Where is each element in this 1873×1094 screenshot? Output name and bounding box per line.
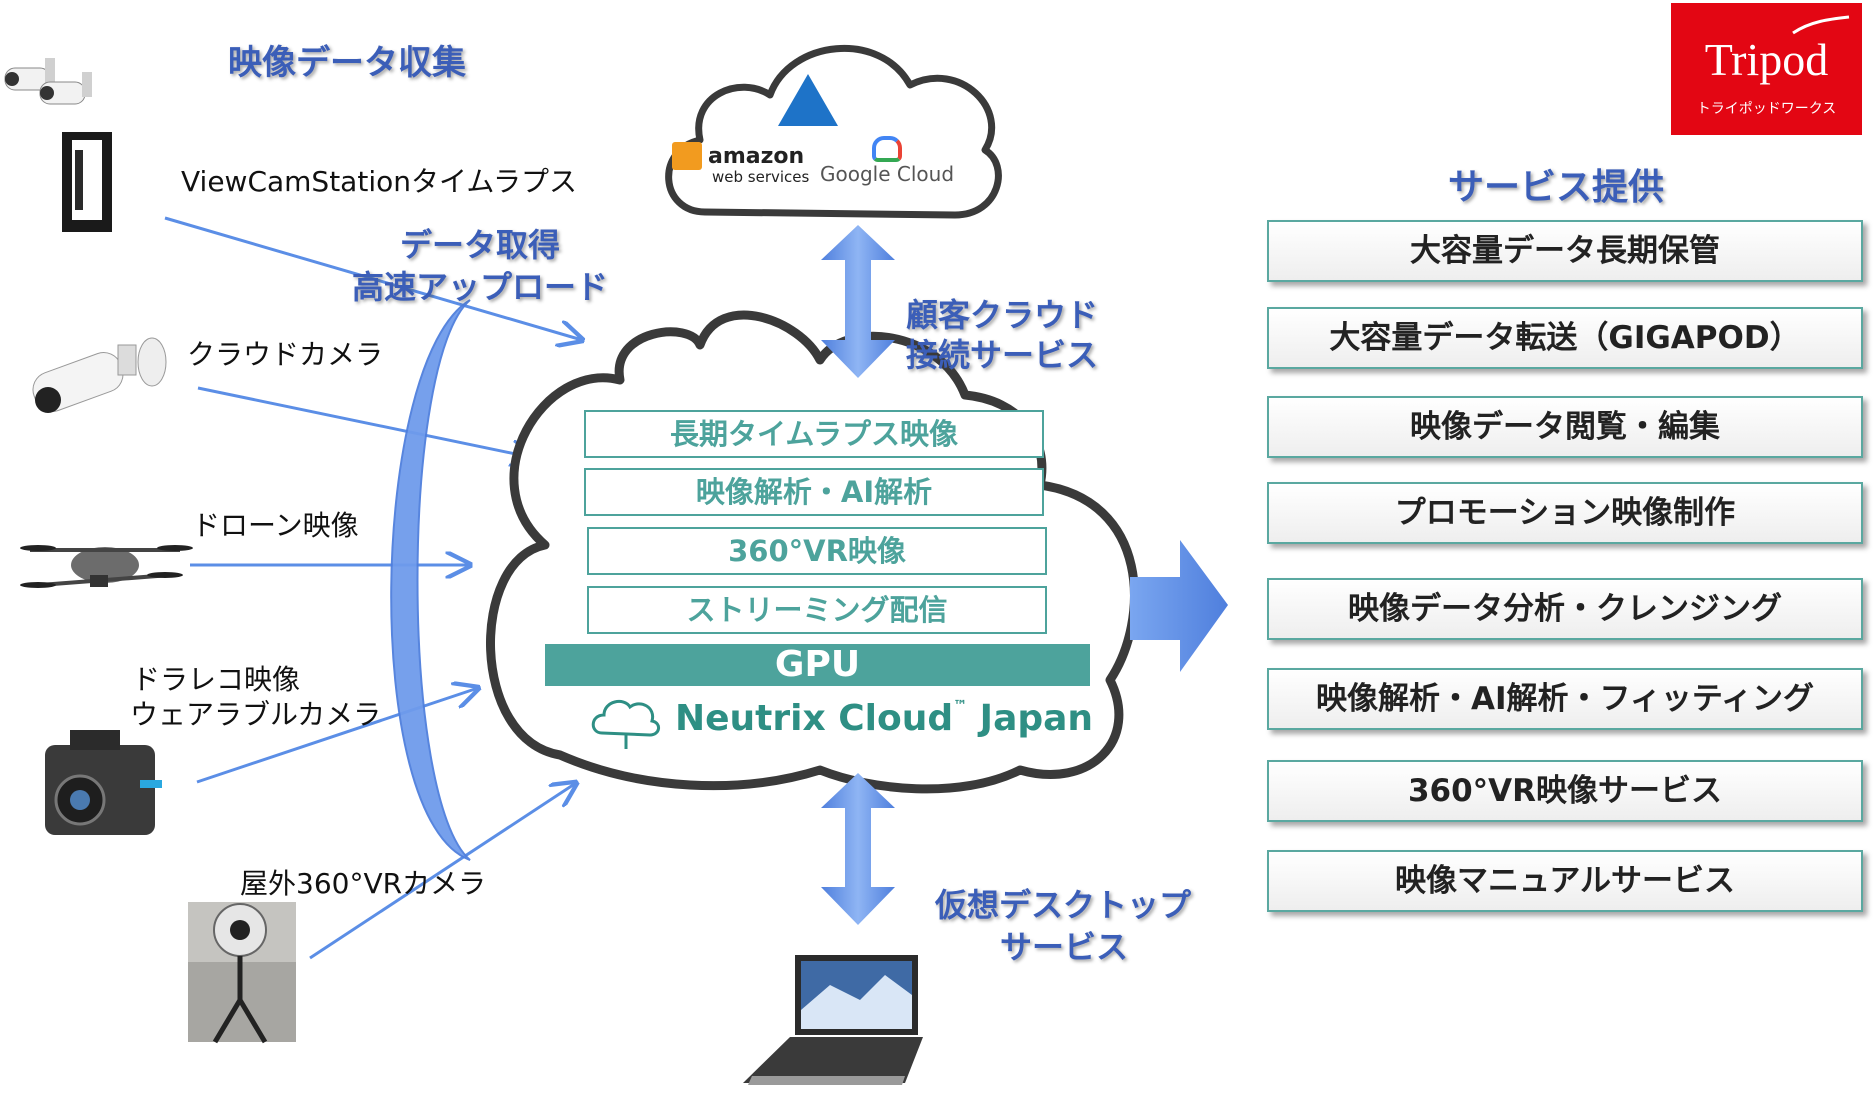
tripod-logo-name: Tripod — [1704, 34, 1829, 85]
service-item-promotion: プロモーション映像制作 — [1267, 482, 1863, 544]
dashcam-icon — [45, 730, 162, 835]
tripod-swoosh-icon — [1792, 15, 1850, 35]
security-camera-icon — [4, 58, 92, 105]
arrow-timelapse — [164, 216, 582, 340]
service-item-gigapod: 大容量データ転送（GIGAPOD） — [1267, 307, 1863, 369]
azure-icon — [778, 74, 838, 126]
gpu-bar: GPU — [545, 644, 1090, 686]
tripod-logo: Tripod トライポッドワークス — [1671, 3, 1862, 135]
laptop-icon — [743, 955, 923, 1085]
service-item-ai-fitting: 映像解析・AI解析・フィッティング — [1267, 668, 1863, 730]
arrow-dashcam — [196, 688, 478, 784]
nas-station-icon — [62, 132, 112, 232]
feature-timelapse: 長期タイムラプス映像 — [584, 410, 1044, 458]
aws-name: amazon — [708, 144, 805, 169]
feature-ai-analysis: 映像解析・AI解析 — [584, 468, 1044, 516]
arrow-cloud-camera — [197, 386, 535, 458]
services-heading: サービス提供 — [1448, 167, 1665, 208]
service-item-analysis: 映像データ分析・クレンジング — [1267, 578, 1863, 640]
source-label-wearable: ウェアラブルカメラ — [130, 698, 382, 731]
cloud-camera-icon — [32, 337, 167, 413]
service-item-manual: 映像マニュアルサービス — [1267, 850, 1863, 912]
collector-band — [390, 299, 471, 861]
client-cloud-double-arrow — [821, 225, 895, 378]
vdesktop-heading-line2: サービス — [1000, 928, 1129, 966]
client-cloud-heading-line2: 接続サービス — [906, 336, 1099, 374]
vr360-camera-icon — [188, 902, 296, 1044]
feature-vr360: 360°VR映像 — [587, 527, 1047, 575]
neutrix-brand-tm: ™ — [953, 698, 968, 714]
drone-icon — [20, 545, 193, 588]
service-item-view-edit: 映像データ閲覧・編集 — [1267, 396, 1863, 458]
vdesktop-heading-line1: 仮想デスクトップ — [935, 886, 1192, 924]
source-label-timelapse: ViewCamStationタイムラプス — [181, 165, 578, 198]
acquire-heading-line1: データ取得 — [400, 226, 561, 264]
source-label-cloud-camera: クラウドカメラ — [187, 338, 384, 371]
acquire-heading-line2: 高速アップロード — [352, 268, 609, 306]
neutrix-brand-suffix: Japan — [979, 698, 1094, 739]
client-cloud-heading-line1: 顧客クラウド — [906, 296, 1099, 334]
service-item-long-term-storage: 大容量データ長期保管 — [1267, 220, 1863, 282]
source-label-vr360: 屋外360°VRカメラ — [240, 867, 487, 900]
arrow-vr360 — [309, 783, 576, 960]
feature-streaming: ストリーミング配信 — [587, 586, 1047, 634]
google-cloud-label: Google Cloud — [820, 162, 955, 186]
neutrix-cloud-icon — [591, 699, 660, 749]
service-item-vr360: 360°VR映像サービス — [1267, 760, 1863, 822]
google-cloud-icon — [872, 136, 902, 162]
neutrix-brand: Neutrix Cloud™ Japan — [675, 698, 1093, 739]
aws-sub: web services — [712, 168, 810, 186]
source-label-drone: ドローン映像 — [192, 509, 359, 542]
collect-heading: 映像データ収集 — [228, 43, 466, 83]
tripod-logo-sub: トライポッドワークス — [1696, 101, 1837, 117]
aws-boxes-icon — [672, 142, 702, 170]
source-label-dashcam: ドラレコ映像 — [132, 663, 301, 696]
neutrix-brand-name: Neutrix Cloud — [675, 698, 954, 739]
services-arrow — [1130, 540, 1228, 672]
vdesktop-double-arrow — [821, 773, 895, 925]
